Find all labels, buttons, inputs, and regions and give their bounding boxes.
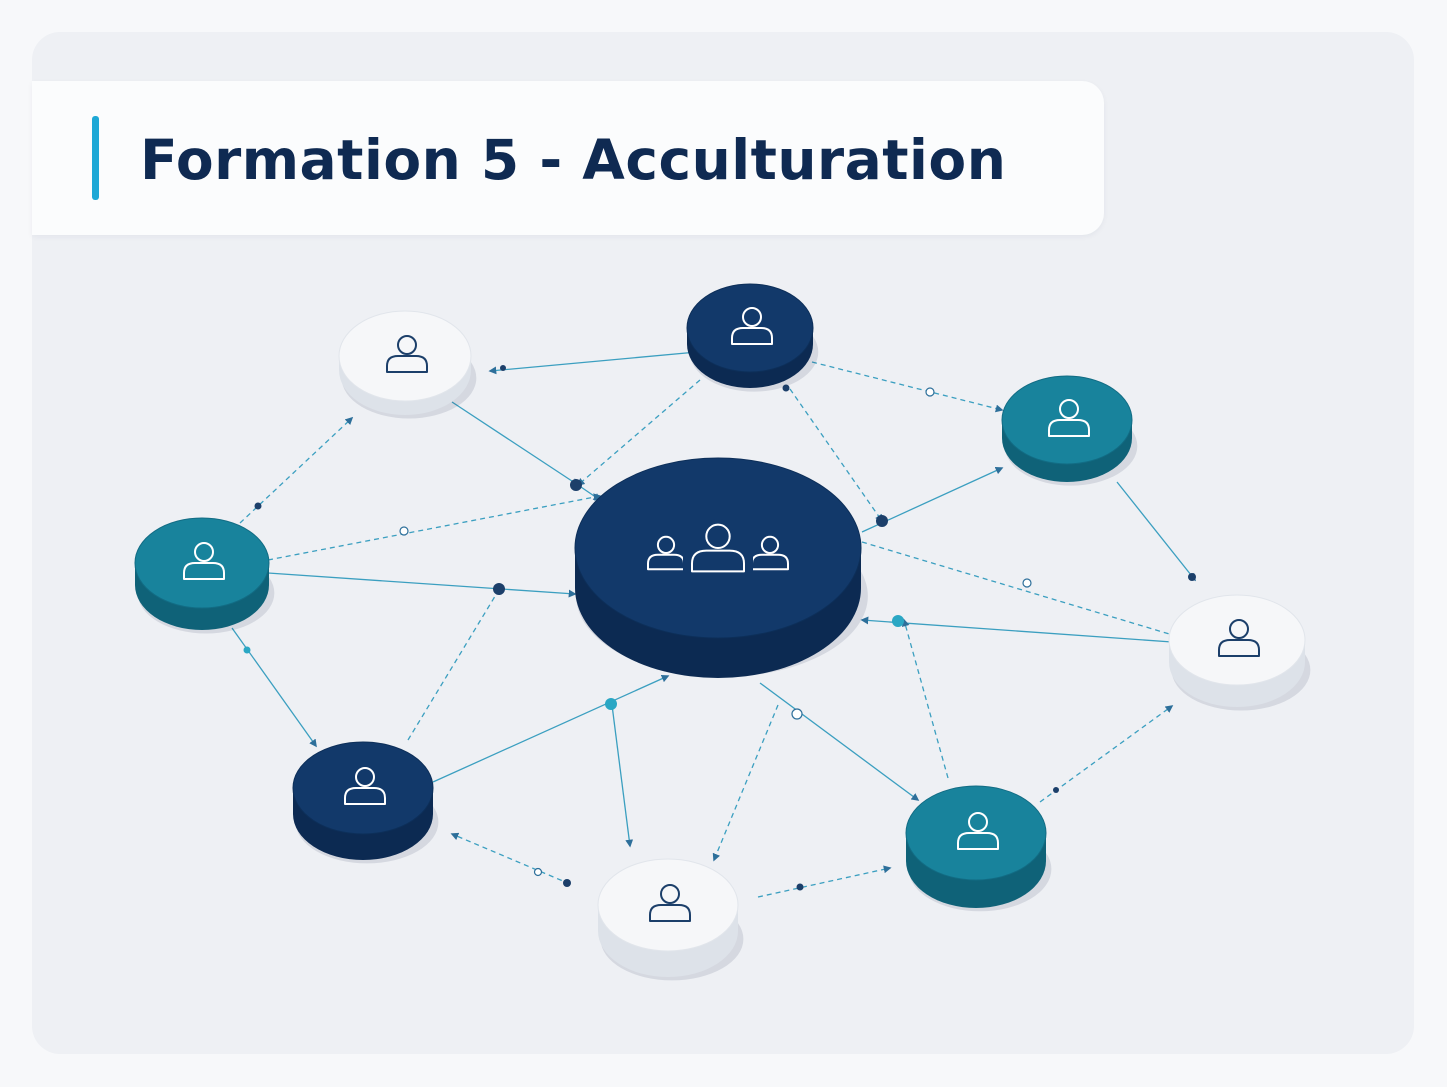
connection-dot	[876, 515, 888, 527]
user-icon	[1218, 619, 1260, 657]
connection-line	[1116, 481, 1196, 582]
user-icon	[1048, 399, 1090, 437]
user-icon	[183, 542, 225, 580]
connection-dot	[1053, 787, 1059, 793]
connection-dots	[243, 365, 1196, 891]
member-node	[1168, 594, 1311, 711]
user-icon	[649, 884, 691, 922]
connection-line	[811, 361, 1004, 413]
connection-line	[712, 704, 779, 862]
connection-line	[239, 416, 354, 524]
user-group-icon	[647, 519, 789, 579]
connection-dot	[796, 883, 804, 891]
node-layer	[134, 283, 1311, 981]
connection-line	[451, 401, 580, 486]
connection-line	[861, 541, 1178, 638]
user-icon	[731, 307, 773, 345]
connection-lines	[231, 351, 1196, 898]
member-node	[597, 858, 744, 981]
connection-dot	[493, 583, 505, 595]
connection-line	[267, 493, 602, 561]
member-node	[338, 310, 477, 419]
connection-dot	[605, 698, 617, 710]
member-node	[1001, 375, 1138, 486]
connection-dot	[399, 526, 409, 536]
connection-dot	[782, 384, 790, 392]
user-icon	[386, 335, 428, 373]
title-card	[32, 81, 1104, 235]
connection-dot	[500, 365, 506, 371]
connection-dot	[254, 502, 262, 510]
connection-dot	[791, 708, 803, 720]
connection-dot	[1188, 573, 1196, 581]
connection-line	[611, 704, 634, 848]
connection-dot	[563, 879, 571, 887]
connection-line	[757, 865, 892, 898]
connection-line	[860, 616, 1173, 643]
member-node	[905, 785, 1052, 912]
connection-line	[407, 586, 501, 741]
user-icon	[344, 767, 386, 805]
connection-line	[759, 682, 920, 801]
central-group-node	[574, 457, 868, 678]
member-node	[686, 283, 819, 392]
connection-dot	[243, 646, 251, 654]
connection-dot	[533, 867, 543, 877]
connection-line	[901, 618, 949, 779]
connection-line	[432, 675, 670, 783]
connection-dot	[925, 387, 935, 397]
connection-line	[1039, 705, 1174, 803]
connection-line	[488, 351, 698, 375]
member-node	[134, 517, 275, 634]
connection-dot	[1022, 578, 1032, 588]
connection-line	[231, 627, 317, 748]
connection-line	[267, 572, 577, 598]
page-title: Formation 5 - Acculturation	[140, 128, 1007, 192]
user-icon	[957, 812, 999, 850]
connection-dot	[570, 479, 582, 491]
title-accent-bar	[92, 116, 99, 200]
member-node	[292, 741, 439, 864]
connection-dot	[892, 615, 904, 627]
connection-line	[450, 832, 571, 885]
